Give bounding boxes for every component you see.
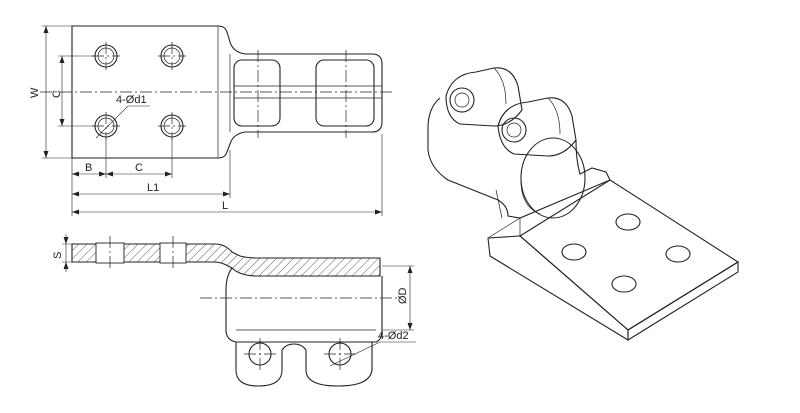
label-hole-d1: 4-Ød1 — [116, 94, 147, 106]
label-w: W — [29, 87, 41, 98]
label-hole-d2: 4-Ød2 — [378, 330, 409, 342]
iso-hole-3 — [665, 245, 691, 263]
barrel-body — [225, 267, 383, 343]
lug-hole-right — [324, 338, 356, 372]
iso-lug-left — [445, 67, 523, 127]
plate-outline — [71, 25, 383, 159]
lug-hole-left — [244, 338, 276, 372]
iso-plate-top — [519, 179, 740, 331]
iso-hole-1 — [615, 213, 641, 231]
iso-plate-front-left — [487, 235, 629, 341]
side-view: S ØD 4-Ød2 — [52, 234, 416, 387]
iso-barrel-body — [427, 97, 611, 219]
iso-hole-2 — [561, 243, 587, 261]
top-view: 4-Ød1 W C B C L1 — [29, 25, 395, 216]
hole-top-left — [92, 42, 120, 70]
iso-hole-4 — [611, 275, 637, 293]
isometric-view — [427, 67, 740, 341]
label-b: B — [85, 162, 92, 174]
hole-bottom-left — [92, 112, 120, 140]
label-l1: L1 — [147, 182, 159, 194]
plate-section-hatched — [71, 243, 381, 277]
barrel-bump-right — [315, 59, 375, 127]
hole-bottom-right — [158, 112, 186, 140]
leader-d2 — [329, 341, 381, 367]
leader-d1 — [95, 105, 129, 139]
bolt-lugs — [235, 342, 373, 387]
label-c-vertical: C — [51, 90, 63, 98]
label-c-horizontal: C — [135, 162, 143, 174]
hole-top-right — [158, 42, 186, 70]
iso-barrel-end — [520, 137, 586, 219]
iso-lug-right — [497, 97, 577, 157]
barrel-bump-left — [233, 59, 281, 127]
label-d: ØD — [397, 287, 409, 304]
label-s: S — [52, 252, 64, 259]
iso-plate-front-right — [627, 261, 739, 341]
label-l: L — [222, 200, 228, 212]
